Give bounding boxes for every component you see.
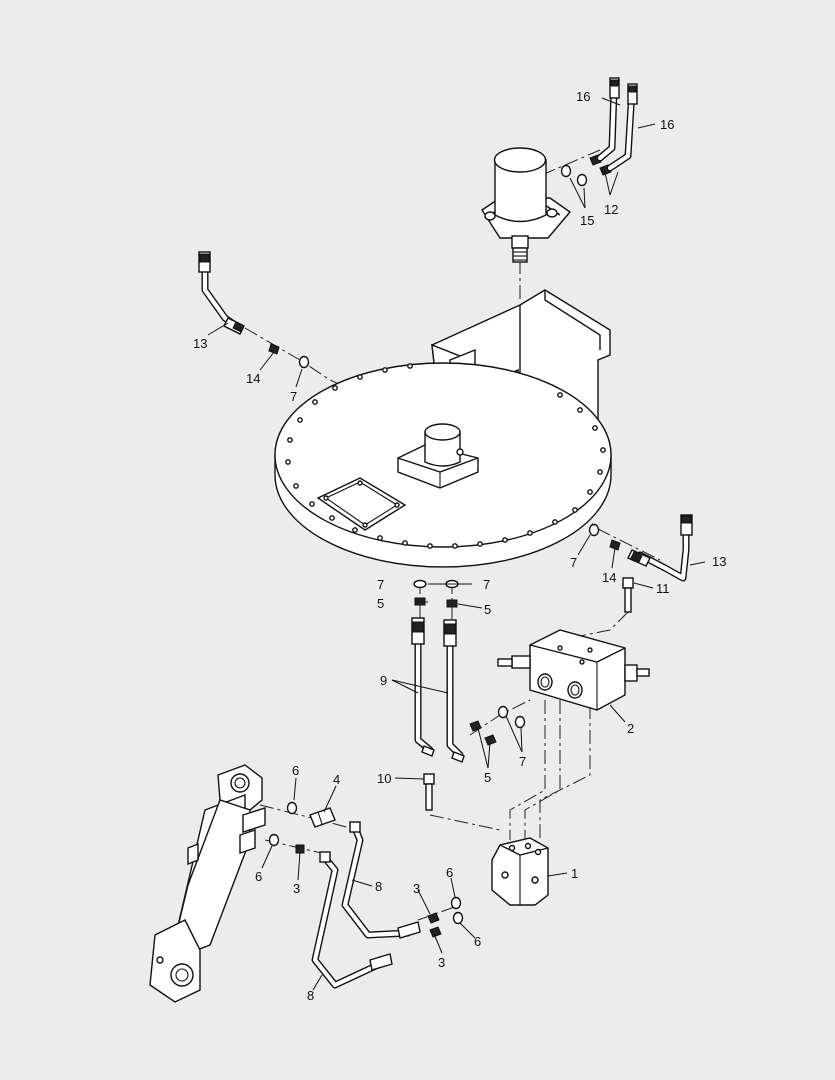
callout-1: 1: [571, 866, 578, 881]
orings-7-valve: [497, 705, 526, 729]
callout-3: 3: [438, 955, 445, 970]
callout-7: 7: [483, 577, 490, 592]
callout-13: 13: [193, 336, 207, 351]
fittings-15: [560, 164, 588, 187]
leader-lines: [207, 97, 706, 991]
valve-block: [497, 629, 650, 711]
fitting-14-left: [268, 343, 280, 355]
callout-5: 5: [484, 770, 491, 785]
hydraulic-motor: [481, 147, 572, 263]
fittings-5-valve: [469, 720, 497, 746]
callout-8: 8: [375, 879, 382, 894]
callout-6: 6: [255, 869, 262, 884]
hoses-9: [411, 617, 465, 763]
orings-6-cyl: [268, 801, 298, 847]
callout-11: 11: [656, 581, 670, 596]
callout-labels: 16 16 12 15 13 14 7 7 14 13 11 7 7 5 5 9…: [193, 89, 726, 1003]
callout-6: 6: [446, 865, 453, 880]
callout-6: 6: [292, 763, 299, 778]
callout-6: 6: [474, 934, 481, 949]
callout-14: 14: [246, 371, 260, 386]
bolt-11: [622, 577, 634, 613]
callout-13: 13: [712, 554, 726, 569]
bolt-holes: [285, 363, 606, 549]
callout-8: 8: [307, 988, 314, 1003]
callout-5: 5: [377, 596, 384, 611]
fitting-14-right: [609, 539, 621, 551]
callout-15: 15: [580, 213, 594, 228]
callout-4: 4: [333, 772, 340, 787]
hose-13-left: [198, 251, 245, 335]
hydraulic-cylinder: [149, 764, 266, 1003]
callout-7: 7: [570, 555, 577, 570]
hose-13-right: [627, 514, 693, 582]
cover-plate: [274, 362, 612, 568]
oring-7-right: [588, 523, 600, 537]
callout-16: 16: [660, 117, 674, 132]
callout-10: 10: [377, 771, 391, 786]
callout-2: 2: [627, 721, 634, 736]
oring-7-left: [298, 355, 310, 369]
fitting-3-cyl: [295, 844, 305, 854]
fittings-3-pump: [427, 912, 442, 938]
bolt-10: [423, 773, 435, 811]
callout-7: 7: [377, 577, 384, 592]
callout-7: 7: [519, 754, 526, 769]
callout-14: 14: [602, 570, 616, 585]
callout-7: 7: [290, 389, 297, 404]
pump-unit: [491, 837, 549, 906]
callout-12: 12: [604, 202, 618, 217]
callout-16: 16: [576, 89, 590, 104]
callout-9: 9: [380, 673, 387, 688]
hoses-16: [596, 77, 638, 172]
callout-3: 3: [293, 881, 300, 896]
hoses-8: [311, 821, 421, 989]
fitting-4: [309, 807, 336, 828]
callout-5: 5: [484, 602, 491, 617]
callout-3: 3: [413, 881, 420, 896]
orings-6-pump: [450, 896, 464, 925]
